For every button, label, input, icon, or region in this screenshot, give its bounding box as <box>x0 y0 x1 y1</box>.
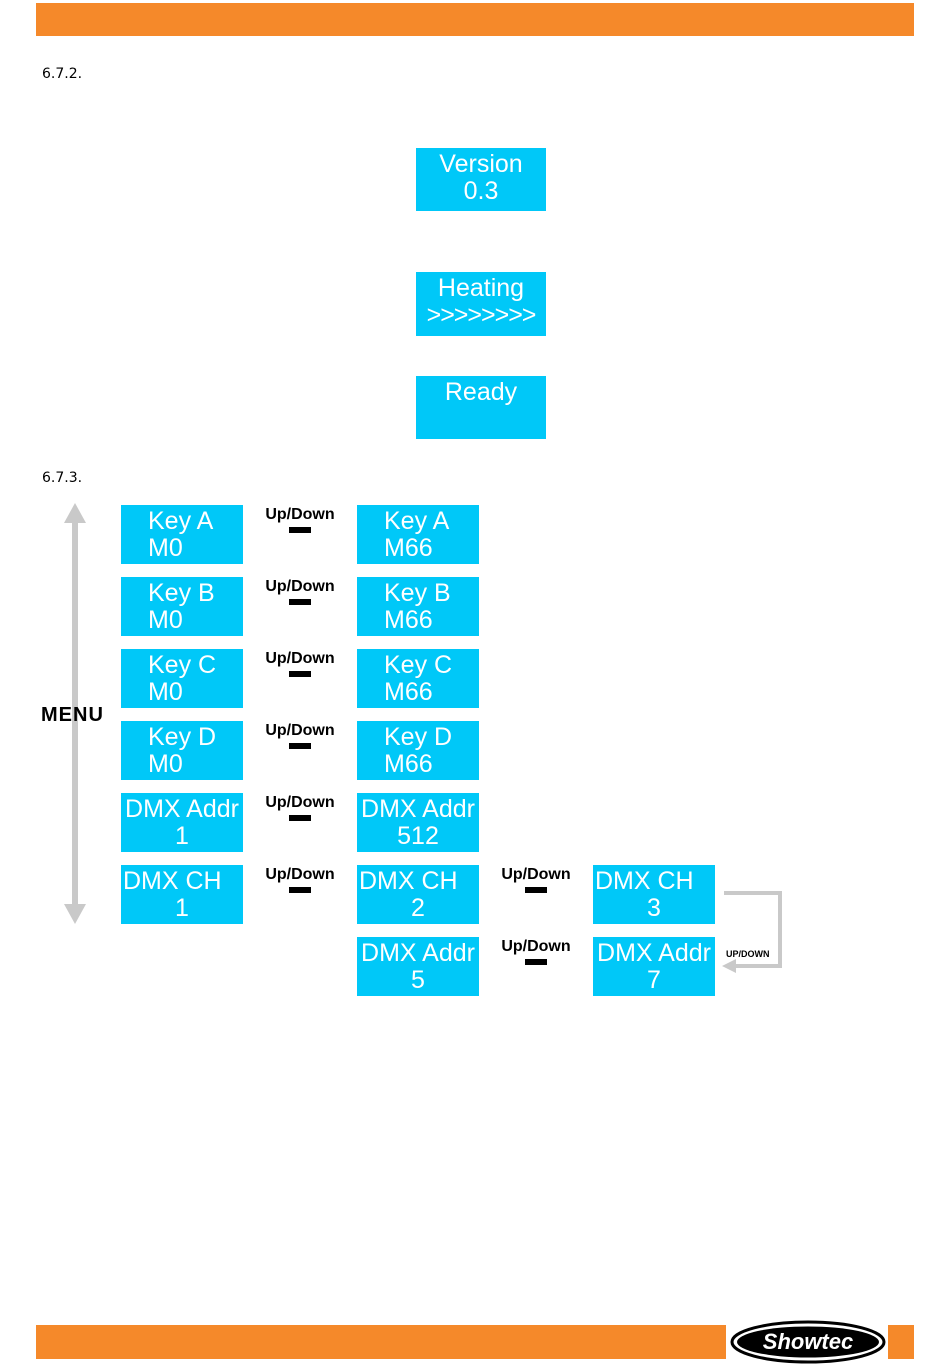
display-line-2: 3 <box>593 895 715 922</box>
display-line-1: Key A <box>148 508 243 535</box>
loop-arrow-icon <box>720 890 786 976</box>
up-down-label: Up/Down <box>255 794 345 821</box>
up-down-text: Up/Down <box>265 578 334 595</box>
display-line-2: M0 <box>148 535 243 562</box>
up-down-text: Up/Down <box>265 722 334 739</box>
minus-icon <box>525 887 547 893</box>
ready-display: Ready <box>416 376 546 439</box>
display-line-2: 5 <box>357 967 479 994</box>
up-down-label: Up/Down <box>255 506 345 533</box>
header-bar <box>36 3 914 36</box>
footer-bar-right <box>888 1325 914 1359</box>
display-line-1: Key B <box>148 580 243 607</box>
minus-icon <box>289 815 311 821</box>
key-c-m66-display: Key C M66 <box>357 649 479 708</box>
display-line-1: Key D <box>384 724 479 751</box>
key-b-m66-display: Key B M66 <box>357 577 479 636</box>
display-line-1: DMX Addr <box>121 796 243 823</box>
display-line-2: M0 <box>148 607 243 634</box>
dmx-addr-7-display: DMX Addr 7 <box>593 937 715 996</box>
up-down-label: Up/Down <box>491 866 581 893</box>
display-line-2: 512 <box>357 823 479 850</box>
key-b-m0-display: Key B M0 <box>121 577 243 636</box>
version-display: Version 0.3 <box>416 148 546 211</box>
minus-icon <box>289 743 311 749</box>
dmx-ch-1-display: DMX CH 1 <box>121 865 243 924</box>
up-down-text: Up/Down <box>265 866 334 883</box>
key-d-m0-display: Key D M0 <box>121 721 243 780</box>
dmx-ch-2-display: DMX CH 2 <box>357 865 479 924</box>
up-down-text: Up/Down <box>265 506 334 523</box>
minus-icon <box>525 959 547 965</box>
display-line-1: Ready <box>416 379 546 406</box>
minus-icon <box>289 527 311 533</box>
minus-icon <box>289 599 311 605</box>
key-c-m0-display: Key C M0 <box>121 649 243 708</box>
dmx-addr-1-display: DMX Addr 1 <box>121 793 243 852</box>
menu-label: MENU <box>41 704 104 727</box>
dmx-addr-5-display: DMX Addr 5 <box>357 937 479 996</box>
heating-display: Heating >>>>>>>> <box>416 272 546 336</box>
display-line-1: DMX Addr <box>357 796 479 823</box>
display-line-1: DMX CH <box>593 868 715 895</box>
minus-icon <box>289 887 311 893</box>
logo-text: Showtec <box>763 1329 853 1354</box>
display-line-2: M0 <box>148 679 243 706</box>
display-line-1: Heating <box>416 275 546 302</box>
display-line-1: Key C <box>148 652 243 679</box>
display-line-2: 1 <box>121 895 243 922</box>
showtec-logo-icon: Showtec <box>728 1318 888 1366</box>
display-line-1: Version <box>416 151 546 178</box>
display-line-1: DMX Addr <box>593 940 715 967</box>
minus-icon <box>289 671 311 677</box>
up-down-label: Up/Down <box>255 722 345 749</box>
display-line-1: Key D <box>148 724 243 751</box>
section-number-672: 6.7.2. <box>42 66 82 82</box>
key-a-m66-display: Key A M66 <box>357 505 479 564</box>
dmx-ch-3-display: DMX CH 3 <box>593 865 715 924</box>
display-line-1: DMX CH <box>357 868 479 895</box>
display-line-2: M66 <box>384 751 479 778</box>
display-line-2: >>>>>>>> <box>416 302 546 329</box>
loop-up-down-label: UP/DOWN <box>726 949 770 959</box>
up-down-text: Up/Down <box>265 794 334 811</box>
dmx-addr-512-display: DMX Addr 512 <box>357 793 479 852</box>
display-line-1: Key A <box>384 508 479 535</box>
display-line-2: M66 <box>384 535 479 562</box>
up-down-label: Up/Down <box>491 938 581 965</box>
key-d-m66-display: Key D M66 <box>357 721 479 780</box>
up-down-label: Up/Down <box>255 866 345 893</box>
display-line-1: Key B <box>384 580 479 607</box>
display-line-2: 7 <box>593 967 715 994</box>
up-down-text: Up/Down <box>265 650 334 667</box>
up-down-label: Up/Down <box>255 578 345 605</box>
display-line-2: 1 <box>121 823 243 850</box>
display-line-2: M0 <box>148 751 243 778</box>
display-line-1: Key C <box>384 652 479 679</box>
display-line-2: M66 <box>384 607 479 634</box>
footer-bar-left <box>36 1325 726 1359</box>
display-line-1: DMX CH <box>121 868 243 895</box>
display-line-1: DMX Addr <box>357 940 479 967</box>
display-line-2: 0.3 <box>416 178 546 205</box>
section-number-673: 6.7.3. <box>42 470 82 486</box>
display-line-2: 2 <box>357 895 479 922</box>
display-line-2: M66 <box>384 679 479 706</box>
up-down-label: Up/Down <box>255 650 345 677</box>
up-down-text: Up/Down <box>501 866 570 883</box>
up-down-text: Up/Down <box>501 938 570 955</box>
key-a-m0-display: Key A M0 <box>121 505 243 564</box>
